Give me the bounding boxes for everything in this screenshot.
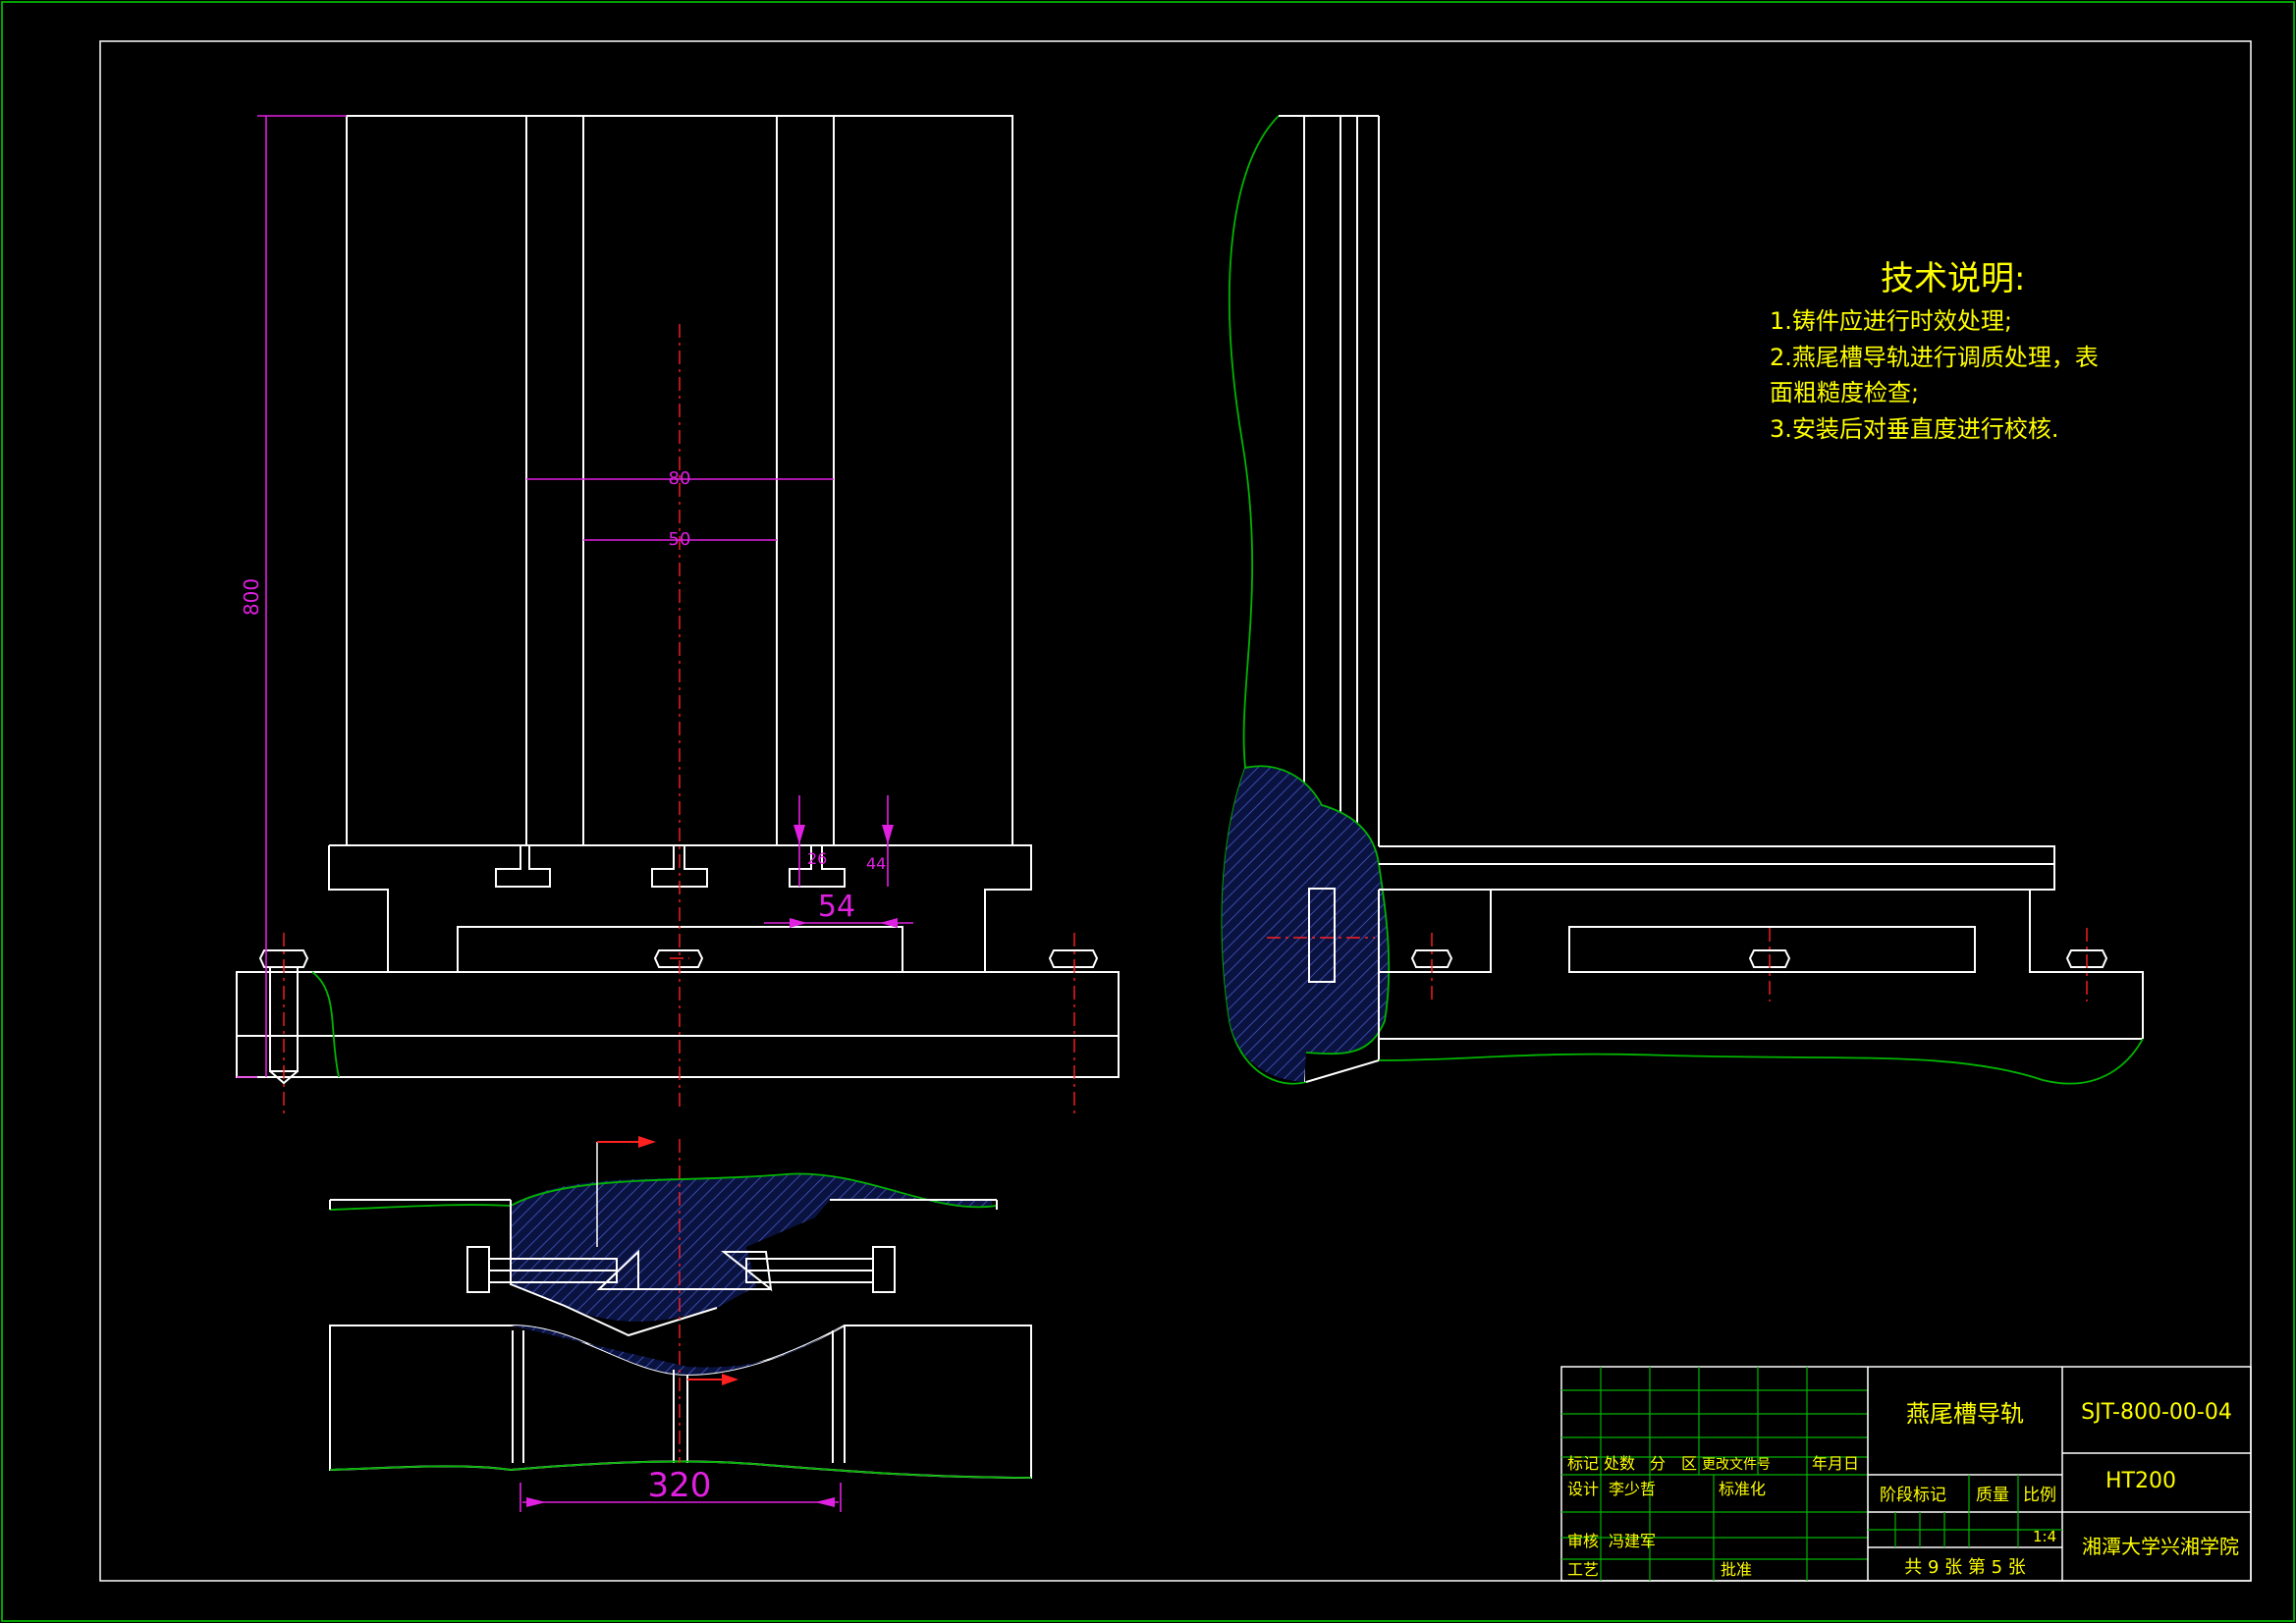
section-view: 320 xyxy=(329,1136,1032,1512)
designer-name: 李少哲 xyxy=(1609,1480,1656,1498)
bolt-right xyxy=(1048,949,1099,968)
drawing-number: SJT-800-00-04 xyxy=(2081,1400,2232,1425)
dim-slot-depth-text: 26 xyxy=(807,849,827,868)
drawing-frame xyxy=(99,40,2252,1582)
bolt-center xyxy=(653,949,704,968)
svg-text:质量: 质量 xyxy=(1976,1486,2009,1505)
front-view: 800 80 50 26 44 54 xyxy=(236,115,1120,1114)
sheet-count: 共 9 张 第 5 张 xyxy=(1904,1557,2026,1578)
svg-text:阶段标记: 阶段标记 xyxy=(1880,1486,1946,1505)
svg-text:比例: 比例 xyxy=(2023,1486,2056,1505)
svg-text:审核: 审核 xyxy=(1567,1532,1599,1550)
side-view xyxy=(1221,115,2144,1085)
dim-height-text: 800 xyxy=(240,578,263,616)
material: HT200 xyxy=(2105,1469,2176,1493)
dim-slot-height-text: 44 xyxy=(866,854,886,873)
school-name: 湘潭大学兴湘学院 xyxy=(2082,1535,2239,1558)
rev-header: 标记 xyxy=(1567,1454,1599,1473)
svg-text:年月日: 年月日 xyxy=(1812,1454,1859,1473)
note-line-4: 3.安装后对垂直度进行校核. xyxy=(1770,415,2059,443)
scale-value: 1:4 xyxy=(2033,1528,2056,1545)
note-line-2: 2.燕尾槽导轨进行调质处理，表 xyxy=(1770,344,2099,371)
svg-text:处数: 处数 xyxy=(1604,1454,1635,1473)
svg-text:分: 分 xyxy=(1650,1454,1666,1473)
technical-notes: 技术说明: 1.铸件应进行时效处理; 2.燕尾槽导轨进行调质处理，表 面粗糙度检… xyxy=(1770,259,2099,443)
reviewer-name: 冯建军 xyxy=(1609,1532,1656,1550)
svg-text:批准: 批准 xyxy=(1721,1560,1752,1579)
dim-slot-width-text: 54 xyxy=(818,890,855,924)
svg-text:区: 区 xyxy=(1681,1454,1697,1473)
svg-text:标准化: 标准化 xyxy=(1719,1480,1766,1498)
notes-title: 技术说明: xyxy=(1881,259,2025,298)
note-line-3: 面粗糙度检查; xyxy=(1770,379,1919,406)
svg-text:工艺: 工艺 xyxy=(1567,1560,1599,1579)
screw-left xyxy=(466,1246,618,1293)
dim-width-inner-text: 50 xyxy=(669,529,691,550)
note-line-1: 1.铸件应进行时效处理; xyxy=(1770,307,2012,335)
svg-text:设计: 设计 xyxy=(1567,1480,1599,1498)
svg-text:更改文件号: 更改文件号 xyxy=(1702,1457,1771,1473)
part-name: 燕尾槽导轨 xyxy=(1906,1400,2024,1428)
title-block: 标记 处数 分 区 更改文件号 年月日 设计 李少哲 标准化 审核 冯建军 工艺… xyxy=(1560,1366,2252,1582)
lower-base xyxy=(236,971,1120,1037)
screw-right xyxy=(745,1246,896,1293)
dim-section-width-text: 320 xyxy=(648,1466,712,1505)
dim-width-outer-text: 80 xyxy=(669,468,691,489)
